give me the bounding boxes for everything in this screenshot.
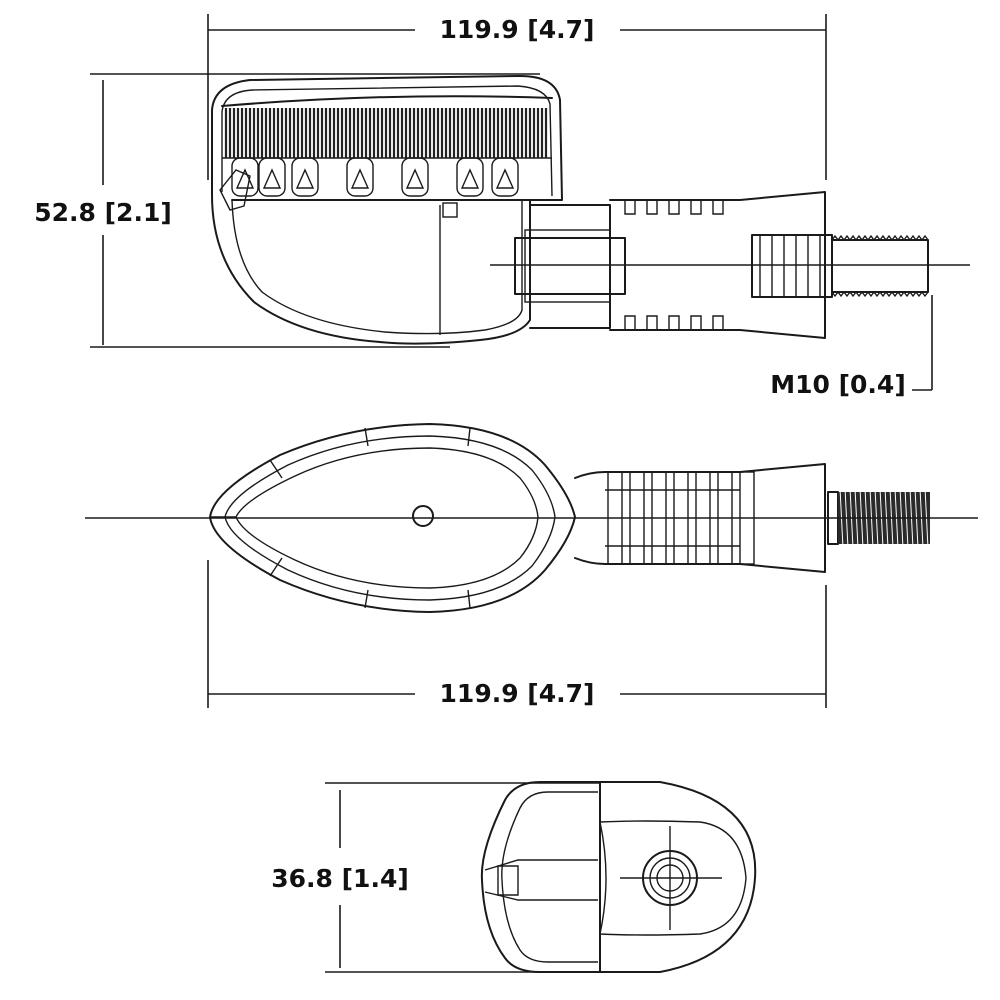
side-view: [211, 75, 970, 345]
dimension-front-width: 36.8 [1.4]: [271, 782, 600, 973]
nut-ridges: [759, 235, 821, 297]
led-holders: [222, 157, 552, 197]
dimension-thread: M10 [0.4]: [770, 295, 933, 399]
top-length-label: 119.9 [4.7]: [440, 679, 595, 708]
thread-label: M10 [0.4]: [770, 370, 906, 399]
thread: [831, 234, 929, 298]
stem-notches: [624, 200, 724, 330]
front-width-label: 36.8 [1.4]: [271, 864, 409, 893]
dimension-top-length: 119.9 [4.7]: [207, 560, 827, 708]
side-height-label: 52.8 [2.1]: [34, 198, 172, 227]
dimension-side-length: 119.9 [4.7]: [207, 14, 827, 180]
lens-ribs: [221, 95, 553, 158]
top-view: [85, 423, 978, 613]
side-length-label: 119.9 [4.7]: [440, 15, 595, 44]
dimension-side-height: 52.8 [2.1]: [34, 73, 540, 348]
front-view: [480, 781, 757, 973]
